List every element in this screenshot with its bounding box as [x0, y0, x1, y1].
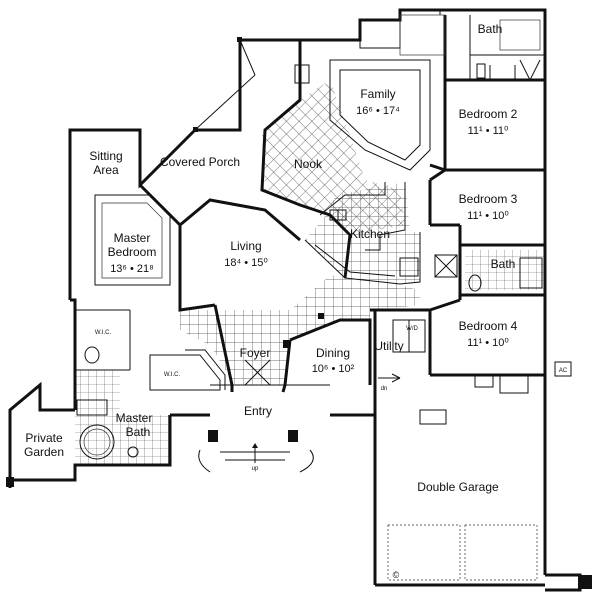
label-bedroom-2: Bedroom 2: [459, 107, 518, 121]
label-entry: Entry: [244, 404, 272, 418]
label-private-garden-1: Private: [25, 431, 63, 445]
bedroom-2-walls: [445, 15, 545, 172]
dim-dining: 10⁶ • 10²: [312, 363, 355, 375]
label-bath-top: Bath: [478, 22, 503, 36]
label-utility: Utility: [374, 339, 403, 353]
exterior-walls: [8, 8, 582, 592]
label-living: Living: [230, 239, 261, 253]
label-sitting-area-2: Area: [93, 163, 119, 177]
label-nook: Nook: [294, 157, 323, 171]
tile-floor-kitchen: [305, 182, 420, 290]
label-family: Family: [360, 87, 395, 101]
label-sitting-area-1: Sitting: [89, 149, 122, 163]
tile-floor-master-bath: [75, 370, 170, 465]
dim-bedroom-4: 11¹ • 10⁰: [467, 337, 509, 349]
dim-living: 18⁴ • 15⁰: [224, 257, 268, 269]
label-foyer: Foyer: [240, 346, 271, 360]
label-wd: W/D: [406, 326, 418, 332]
label-up: up: [252, 466, 259, 472]
label-kitchen: Kitchen: [350, 227, 390, 241]
dim-family: 16⁶ • 17⁴: [356, 105, 400, 117]
label-dn: dn: [381, 386, 388, 392]
label-copyright: ©: [393, 570, 400, 580]
small-labels: W.I.C. W.I.C. up dn W/D AC ©: [95, 326, 568, 580]
top-details: [294, 9, 446, 84]
master-bath-fixtures: [76, 399, 139, 460]
label-master-bedroom-1: Master: [114, 231, 151, 245]
label-wic-foyer: W.I.C.: [164, 372, 181, 378]
master-bedroom: [75, 194, 171, 371]
wic-foyer: [149, 349, 226, 391]
porch-roof-lines: [193, 37, 256, 132]
label-master-bath-2: Bath: [126, 425, 151, 439]
room-labels: Family 16⁶ • 17⁴ Bath Bedroom 2 11¹ • 11…: [24, 22, 518, 494]
garage: [387, 361, 592, 589]
utility-room: [370, 308, 430, 383]
label-wic-master: W.I.C.: [95, 330, 112, 336]
label-dining: Dining: [316, 346, 350, 360]
tile-floor-bath-mid: [465, 250, 545, 290]
dim-master-bedroom: 13⁶ • 21⁸: [110, 263, 154, 275]
dim-bedroom-2: 11¹ • 11⁰: [468, 125, 509, 137]
label-covered-porch: Covered Porch: [160, 155, 240, 169]
bedroom-3-walls: [428, 168, 545, 300]
label-master-bedroom-2: Bedroom: [108, 245, 157, 259]
private-garden: [6, 477, 14, 488]
bath-mid: [434, 254, 545, 297]
dining-walls: [213, 304, 372, 393]
entry-area: [170, 384, 375, 473]
label-double-garage: Double Garage: [417, 480, 499, 494]
tile-floor-foyer: [180, 275, 420, 385]
label-bath-mid: Bath: [491, 257, 516, 271]
label-ac: AC: [559, 368, 568, 374]
label-bedroom-3: Bedroom 3: [459, 192, 518, 206]
dim-bedroom-3: 11¹ • 10⁰: [467, 210, 509, 222]
label-private-garden-2: Garden: [24, 445, 64, 459]
label-master-bath-1: Master: [116, 411, 153, 425]
kitchen-counters: [304, 182, 421, 285]
label-bedroom-4: Bedroom 4: [459, 319, 518, 333]
